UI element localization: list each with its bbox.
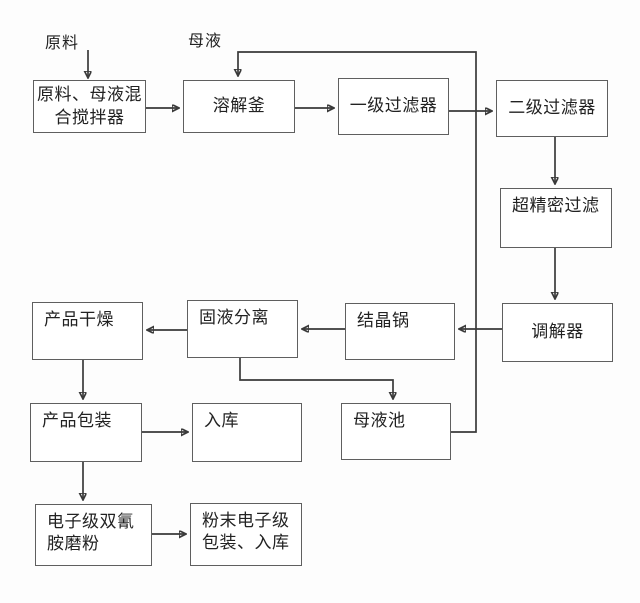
node-ultrafilter-label: 超精密过滤	[512, 196, 600, 215]
node-crystallizer-label: 结晶锅	[357, 311, 410, 330]
raw-material-label: 原料	[45, 35, 80, 52]
node-packaging-label: 产品包装	[42, 411, 112, 430]
node-dissolver: 溶解釜	[183, 80, 295, 133]
node-warehouse: 入库	[192, 403, 302, 462]
node-grinder-label-line2: 胺磨粉	[47, 534, 100, 554]
node-grinder: 电子级双氰 胺磨粉	[35, 504, 152, 566]
node-ultrafilter: 超精密过滤	[500, 188, 612, 248]
node-mixer-label-line1: 原料、母液混	[37, 85, 142, 105]
node-crystallizer: 结晶锅	[345, 303, 455, 360]
node-regulator-label: 调解器	[531, 322, 584, 342]
node-dryer: 产品干燥	[32, 302, 143, 360]
edge-motherliquorpool-dissolver-recycle	[238, 51, 477, 433]
node-mother-liquor-pool: 母液池	[341, 403, 451, 460]
node-grinder-label-line1: 电子级双氰	[47, 512, 135, 531]
node-packaging: 产品包装	[30, 403, 142, 462]
node-filter2-label: 二级过滤器	[508, 98, 596, 118]
node-filter1: 一级过滤器	[338, 78, 449, 135]
node-dryer-label: 产品干燥	[44, 310, 114, 329]
node-powder-packaging: 粉末电子级 包装、入库	[190, 503, 302, 566]
node-separator: 固液分离	[187, 300, 298, 358]
node-mother-liquor-pool-label: 母液池	[353, 411, 406, 430]
node-warehouse-label: 入库	[204, 411, 239, 430]
node-dissolver-label: 溶解釜	[212, 96, 266, 116]
node-filter1-label: 一级过滤器	[349, 96, 438, 116]
node-separator-label: 固液分离	[199, 308, 269, 327]
node-powder-packaging-label-line1: 粉末电子级	[202, 511, 290, 530]
node-filter2: 二级过滤器	[496, 80, 608, 137]
node-mixer-label-line2: 合搅拌器	[54, 107, 125, 127]
edge-separator-motherliquorpool	[239, 357, 393, 398]
node-regulator: 调解器	[502, 303, 613, 362]
node-mixer: 原料、母液混 合搅拌器	[33, 80, 146, 133]
mother-liquor-label: 母液	[188, 33, 223, 50]
node-powder-packaging-label-line2: 包装、入库	[202, 533, 290, 553]
